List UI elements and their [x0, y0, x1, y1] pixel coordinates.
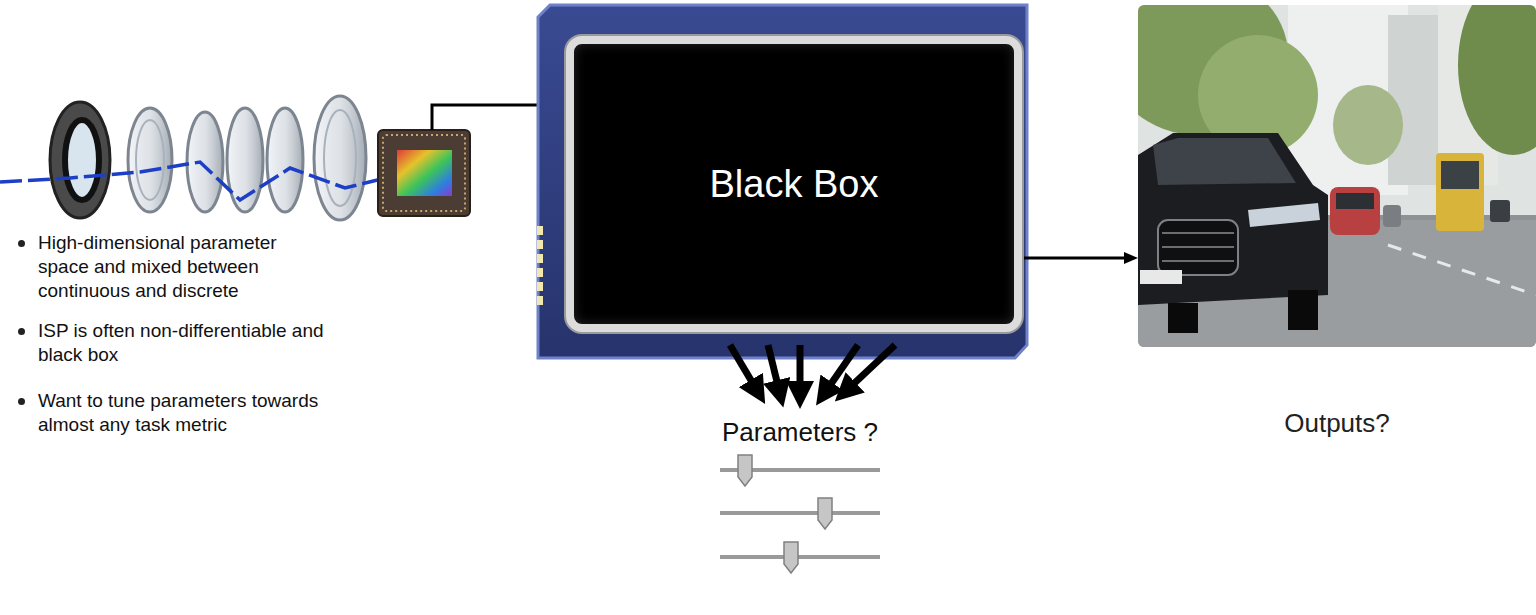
- output-image: Outputs?: [1138, 5, 1536, 347]
- lens-assembly: [0, 96, 410, 220]
- black-box: Black Box: [566, 36, 1022, 332]
- parameters-caption: Parameters ?: [690, 416, 910, 448]
- chip-package: [537, 5, 1035, 358]
- parameter-sliders: [720, 455, 880, 573]
- bullet-dot: [18, 398, 25, 405]
- bullet-text: High-dimensional parameter space and mix…: [38, 231, 330, 303]
- bullet-text: ISP is often non-differentiable and blac…: [38, 319, 330, 367]
- image-sensor: [378, 130, 470, 216]
- street-photo: [1138, 5, 1536, 347]
- parameter-arrows: [730, 345, 895, 395]
- bullet-text: Want to tune parameters towards almost a…: [38, 389, 338, 437]
- black-box-label: Black Box: [710, 163, 879, 206]
- connector-arrow: [1022, 252, 1138, 264]
- output-caption: Outputs?: [1138, 408, 1536, 439]
- bullet-dot: [18, 240, 25, 247]
- bullet-dot: [18, 328, 25, 335]
